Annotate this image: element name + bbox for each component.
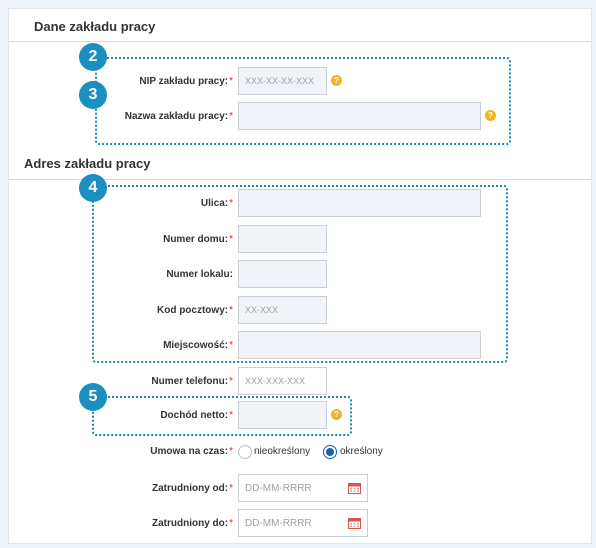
employed-from-input[interactable] — [238, 474, 368, 502]
phone-input[interactable] — [238, 367, 327, 395]
nip-label: NIP zakładu pracy:* — [139, 76, 233, 87]
highlight-net-income — [92, 396, 352, 436]
house-number-input[interactable] — [238, 225, 327, 253]
required-marker: * — [229, 198, 233, 209]
section-divider — [9, 41, 591, 42]
required-marker: * — [229, 483, 233, 494]
step-badge-3: 3 — [79, 81, 107, 109]
step-badge-2: 2 — [79, 43, 107, 71]
postal-code-label: Kod pocztowy:* — [156, 305, 233, 316]
nip-input[interactable] — [238, 67, 327, 95]
radio-indefinite-label[interactable]: nieokreślony — [254, 446, 311, 457]
help-icon[interactable]: ? — [485, 110, 496, 121]
house-number-label: Numer domu:* — [163, 234, 233, 245]
employed-to-input[interactable] — [238, 509, 368, 537]
contract-label: Umowa na czas:* — [150, 446, 233, 457]
calendar-icon[interactable] — [348, 517, 361, 529]
step-badge-5: 5 — [79, 383, 107, 411]
apartment-number-input[interactable] — [238, 260, 327, 288]
calendar-icon[interactable] — [348, 482, 361, 494]
required-marker: * — [229, 376, 233, 387]
section-divider — [9, 179, 591, 180]
required-marker: * — [229, 410, 233, 421]
employer-address-title: Adres zakładu pracy — [24, 156, 151, 171]
city-input[interactable] — [238, 331, 481, 359]
postal-code-input[interactable] — [238, 296, 327, 324]
radio-indefinite[interactable] — [238, 445, 252, 459]
help-icon[interactable]: ? — [331, 75, 342, 86]
required-marker: * — [229, 340, 233, 351]
radio-definite-label[interactable]: określony — [340, 446, 383, 457]
help-icon[interactable]: ? — [331, 409, 342, 420]
employer-data-title: Dane zakładu pracy — [34, 19, 156, 34]
employed-from-label: Zatrudniony od:* — [151, 483, 233, 494]
employer-form-panel: Dane zakładu pracy 2 3 NIP zakładu pracy… — [8, 8, 592, 544]
street-input[interactable] — [238, 189, 481, 217]
required-marker: * — [229, 111, 233, 122]
required-marker: * — [229, 305, 233, 316]
radio-definite[interactable] — [323, 445, 337, 459]
street-label: Ulica:* — [200, 198, 233, 209]
required-marker: * — [229, 76, 233, 87]
employed-to-label: Zatrudniony do:* — [151, 518, 233, 529]
employer-name-label: Nazwa zakładu pracy:* — [124, 111, 233, 122]
required-marker: * — [229, 446, 233, 457]
apartment-number-label: Numer lokalu: — [166, 269, 233, 280]
net-income-label: Dochód netto:* — [160, 410, 233, 421]
required-marker: * — [229, 234, 233, 245]
city-label: Miejscowość:* — [163, 340, 233, 351]
net-income-input[interactable] — [238, 401, 327, 429]
required-marker: * — [229, 518, 233, 529]
highlight-employer-address — [92, 185, 508, 363]
employer-name-input[interactable] — [238, 102, 481, 130]
phone-label: Numer telefonu:* — [151, 376, 233, 387]
step-badge-4: 4 — [79, 174, 107, 202]
